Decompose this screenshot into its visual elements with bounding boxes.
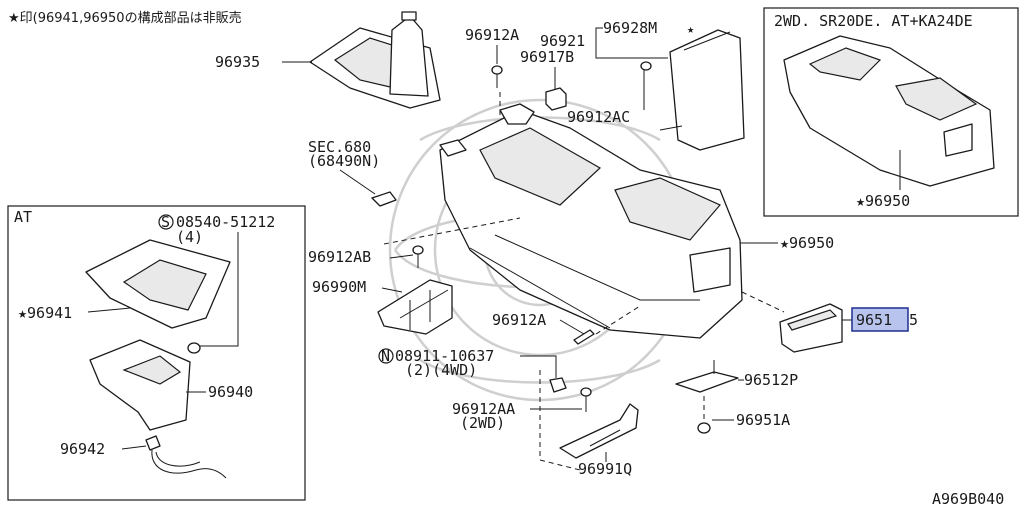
label-96912aa: 96912AA — [452, 400, 515, 418]
inset-at-frame — [7, 205, 306, 501]
harness-96942 — [145, 435, 227, 479]
label-08911-mark: N — [381, 347, 390, 365]
label-08540-mark: S — [161, 213, 170, 231]
bracket-96991q — [559, 403, 639, 459]
label-96950-main: ★96950 — [780, 234, 834, 252]
star-marker-icon: ★ — [687, 22, 694, 36]
header-note: ★印(96941,96950の構成部品は非販売 — [8, 10, 242, 26]
bracket-96990m — [377, 279, 453, 335]
label-96950-inset: ★96950 — [856, 192, 910, 210]
screw-08540 — [187, 342, 201, 354]
inset-2wd-title: 2WD. SR20DE. AT+KA24DE — [774, 12, 973, 30]
main-console-96950 — [439, 103, 743, 339]
label-96912a: 96912A — [465, 26, 519, 44]
label-96921: 96921 — [540, 32, 585, 50]
label-96512p: 96512P — [744, 371, 798, 389]
highlight-box-96951[interactable] — [851, 307, 909, 332]
pocket-96951 — [779, 303, 843, 353]
label-08540: 08540-51212 — [176, 213, 275, 231]
label-96912a-2: 96912A — [492, 311, 546, 329]
sec680-cap — [371, 191, 397, 207]
label-08911: 08911-10637 — [395, 347, 494, 365]
screw-96951a — [697, 422, 711, 434]
label-96951a: 96951A — [736, 411, 790, 429]
label-96912aa-sub: (2WD) — [460, 414, 505, 432]
screw-96912a-2 — [573, 329, 595, 345]
nut-08911 — [549, 377, 567, 393]
label-96912ac: 96912AC — [567, 108, 630, 126]
part-96935-shift-boot — [282, 11, 441, 109]
label-96935: 96935 — [215, 53, 260, 71]
label-sec680-sub: (68490N) — [308, 152, 380, 170]
clip-96512p — [675, 371, 739, 393]
label-96917b: 96917B — [520, 48, 574, 66]
label-96940: 96940 — [208, 383, 253, 401]
label-sec680: SEC.680 — [308, 138, 371, 156]
lid-96921 — [659, 29, 745, 151]
label-96941: ★96941 — [18, 304, 72, 322]
bracket-96940 — [89, 339, 191, 431]
label-96928m: 96928M — [603, 19, 657, 37]
inset-console-96950 — [783, 35, 995, 187]
label-96942: 96942 — [60, 440, 105, 458]
label-08911-sub: (2)(4WD) — [405, 361, 477, 379]
label-08540-sub: (4) — [176, 228, 203, 246]
label-96912ab: 96912AB — [308, 248, 371, 266]
diagram-code: A969B040 — [932, 490, 1004, 508]
label-96951-tail: 5 — [909, 311, 918, 329]
label-96991q: 96991Q — [578, 460, 632, 478]
inset-2wd-frame — [763, 7, 1019, 217]
label-96990m: 96990M — [312, 278, 366, 296]
label-96951-highlight[interactable]: 9651 — [856, 311, 892, 329]
finisher-96941 — [85, 239, 231, 329]
clip-96917b — [545, 87, 567, 111]
screw-96912a — [491, 65, 503, 88]
inset-at-title: AT — [14, 208, 32, 226]
